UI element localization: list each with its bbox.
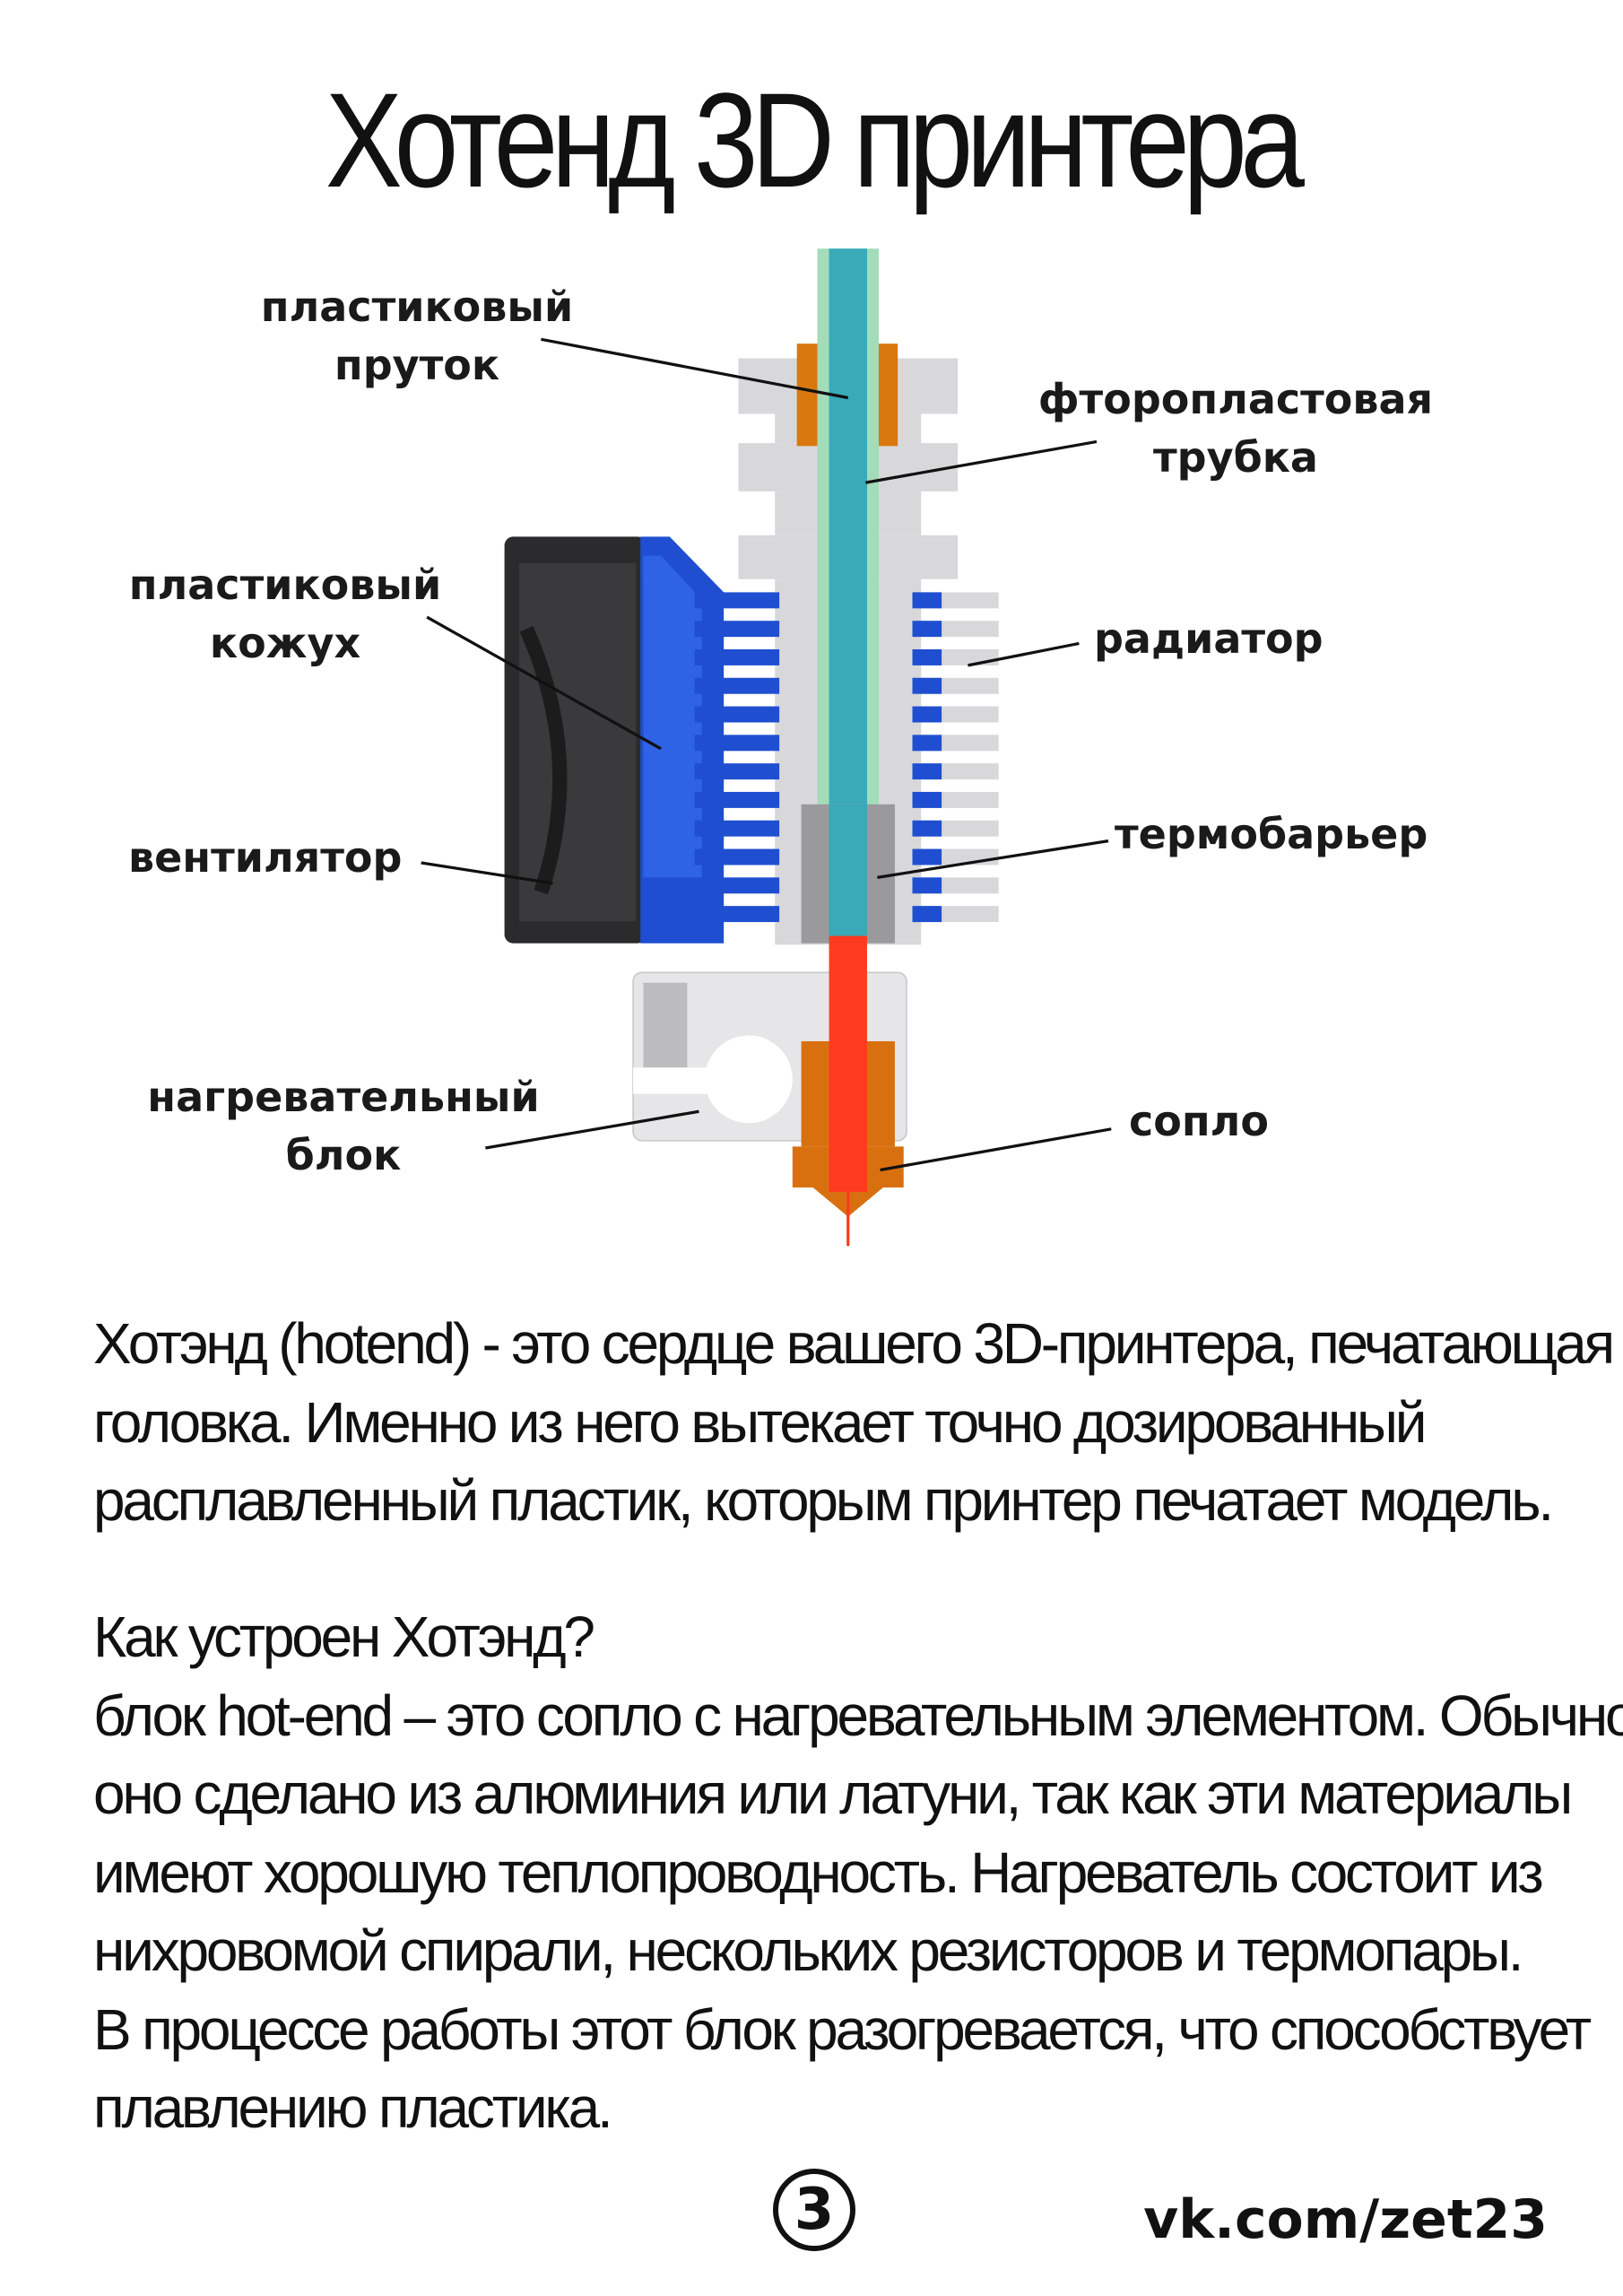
fin-right-shade [912,648,942,665]
text-line: расплавленный пластик, которым принтер п… [93,1468,1554,1533]
fin-right-shade [912,735,942,752]
fin-left [694,791,780,808]
label-line: трубка [1153,433,1318,482]
fin-right-shade [912,877,942,894]
section-heading: Как устроен Хотэнд? [93,1605,595,1669]
fin-right-shade [912,677,942,694]
label-filament: пластиковый пруток [261,278,573,395]
label-heatbreak: термобарьер [1115,810,1428,858]
fin-right-shade [912,706,942,723]
structure-paragraph: Как устроен Хотэнд? блок hot-end – это с… [93,1598,1623,2148]
label-shroud: пластиковый кожух [129,556,441,673]
fan [504,536,647,944]
fin-left [694,763,780,780]
fin-left [694,877,780,894]
fin-left [694,906,780,923]
fin-left [694,677,780,694]
intro-paragraph: Хотэнд (hotend) - это сердце вашего 3D-п… [93,1305,1615,1541]
fin-left [694,820,780,837]
label-line: кожух [209,619,361,667]
fin-left [694,735,780,752]
fin-right-shade [912,820,942,837]
label-heater-block: нагревательный блок [147,1068,539,1185]
label-line: пруток [334,341,500,389]
nozzle [792,935,904,1247]
label-fan: вентилятор [128,833,403,882]
label-line: фторопластовая [1037,375,1434,423]
text-line: плавлению пластика. [93,2075,613,2140]
fin-right-shade [912,763,942,780]
text-line: головка. Именно из него вытекает точно д… [93,1389,1428,1455]
fin-right-shade [912,848,942,865]
label-nozzle: сопло [1129,1097,1269,1145]
fin-left [694,648,780,665]
label-line: пластиковый [128,561,442,609]
fin-right-shade [912,906,942,923]
text-line: имеют хорошую теплопроводность. Нагреват… [93,1839,1544,1905]
fin-left [694,706,780,723]
page-number: 3 [773,2169,855,2251]
fin-left [694,592,780,609]
label-ptfe-tube: фторопластовая трубка [1038,370,1433,487]
fin-right-shade [912,621,942,638]
radiator-fins [694,592,999,923]
label-radiator: радиатор [1094,614,1324,663]
label-line: блок [285,1131,402,1179]
leader-lines [421,337,1112,1172]
fin-right-shade [912,791,942,808]
site-link[interactable]: vk.com/zet23 [1143,2188,1548,2251]
text-line: нихровомой спирали, нескольких резисторо… [93,1918,1524,1983]
text-line: Хотэнд (hotend) - это сердце вашего 3D-п… [93,1311,1615,1376]
text-line: оно сделано из алюминия или латуни, так … [93,1761,1573,1826]
text-line: блок hot-end – это сопло с нагревательны… [93,1683,1623,1748]
fin-right-shade [912,592,942,609]
plastic-shroud [640,536,725,944]
text-line: В процессе работы этот блок разогреваетс… [93,1996,1592,2062]
label-line: пластиковый [260,283,574,331]
fin-left [694,621,780,638]
page-title: Хотенд 3D принтера [325,65,1305,215]
label-line: нагревательный [147,1073,540,1121]
fin-left [694,848,780,865]
